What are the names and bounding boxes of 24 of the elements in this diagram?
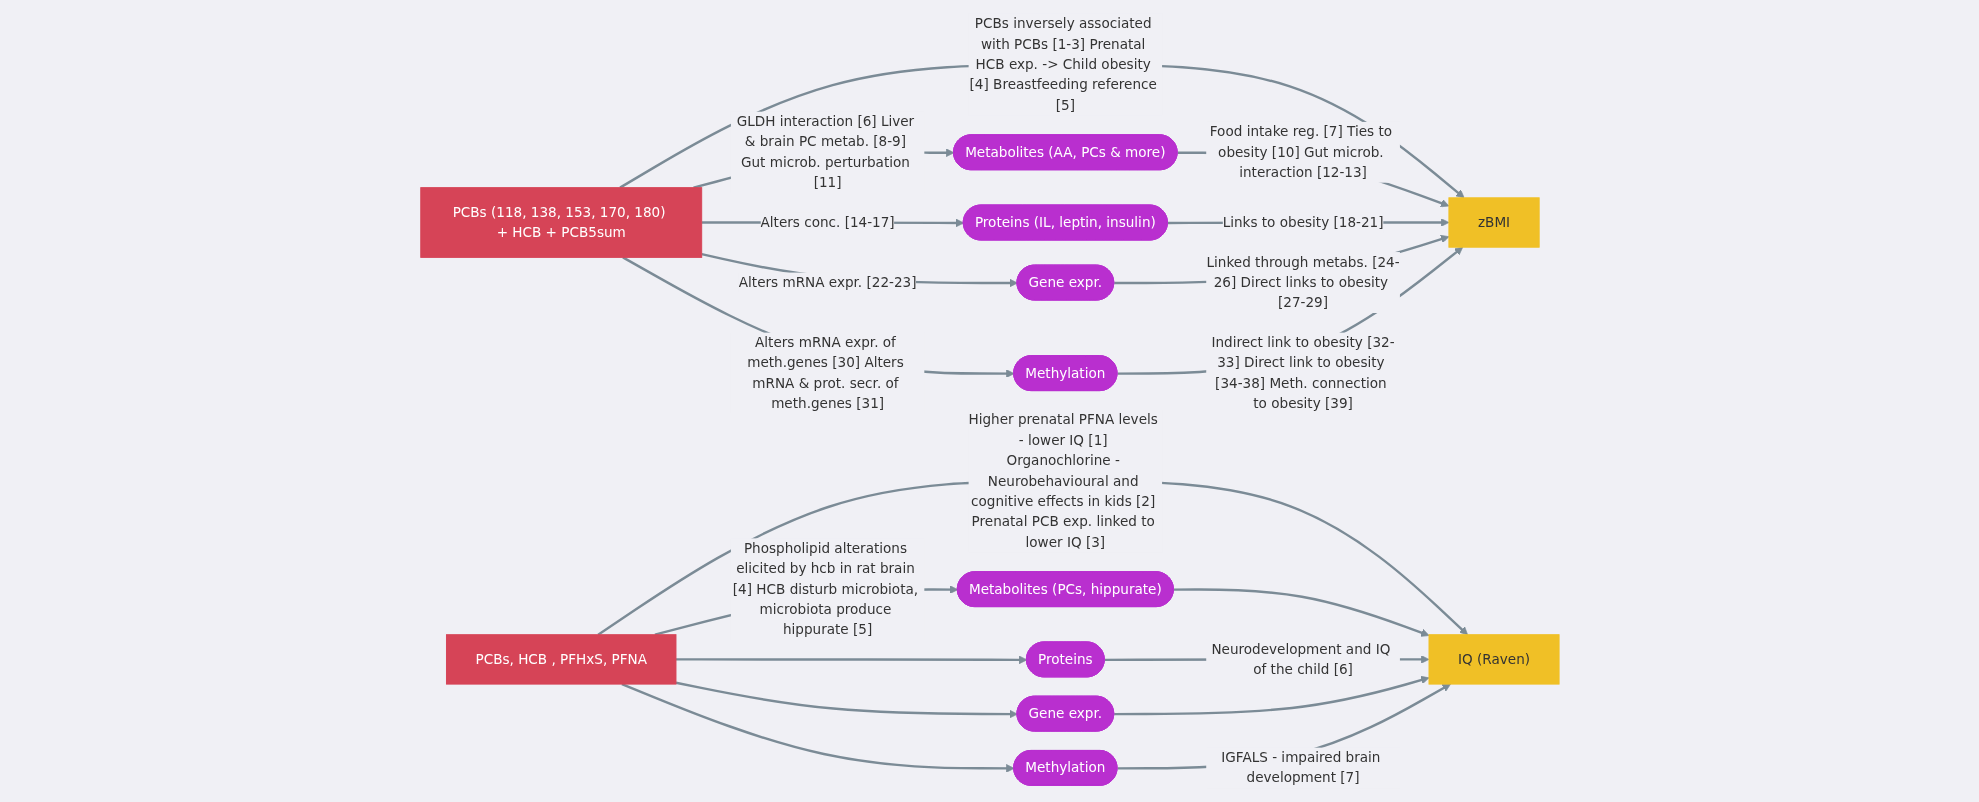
arrow <box>675 681 1018 719</box>
edge-label: IGFALS - impaired brain development [7] <box>1220 749 1381 786</box>
edge-label: Neurodevelopment and IQ of the child [6] <box>1211 640 1390 677</box>
edge-label: Alters mRNA expr. of meth.genes [30] Alters mRNA & prot. secr. of meth.genes [31] <box>746 334 904 411</box>
edge-label: GLDH interaction [6] Liver & brain PC metab. [8-9] Gut microb. perturbation [11] <box>736 113 914 191</box>
node-box: PCBs (118, 138, 153, 170, 180) + HCB + PCB5sum <box>419 187 702 258</box>
node-box: zBMI <box>1448 197 1540 248</box>
edge-label: Indirect link to obesity [32-33] Direct link to obesity [34-38] Meth. connection to obesity [39] <box>1211 334 1395 411</box>
arrow <box>1113 675 1429 716</box>
edge-label: Higher prenatal PFNA levels - lower IQ [1] Organochlorine - Neurobehavioural and cognitive effects in kids [2] Prenatal PCB exp. linked to lower IQ [3] <box>968 411 1158 550</box>
edge-label: Linked through metabs. [24-26] Direct links to obesity [27-29] <box>1206 253 1400 311</box>
arrow <box>675 655 1027 665</box>
edge-label: Alters mRNA expr. [22-23] <box>738 274 917 290</box>
edge-label: Links to obesity [18-21] <box>1222 214 1384 230</box>
node-box: IQ (Raven) <box>1428 634 1560 685</box>
edge-label: PCBs inversely associated with PCBs [1-3] Prenatal HCB exp. -> Child obesity [4] Breastfeeding reference [5] <box>969 15 1157 113</box>
arrow <box>1173 588 1429 637</box>
node-box: PCBs, HCB , PFHxS, PFNA <box>445 634 677 685</box>
arrow <box>1117 246 1463 375</box>
edge-label: Alters conc. [14-17] <box>760 214 895 230</box>
edge-label: Phospholipid alterations elicited by hcb in rat brain [4] HCB disturb microbiota, microbiota produce hippurate [5] <box>732 540 918 638</box>
arrow <box>621 256 1015 378</box>
edge-label: Food intake reg. [7] Ties to obesity [10] Gut microb. interaction [12-13] <box>1209 123 1392 180</box>
arrow <box>619 63 1465 199</box>
